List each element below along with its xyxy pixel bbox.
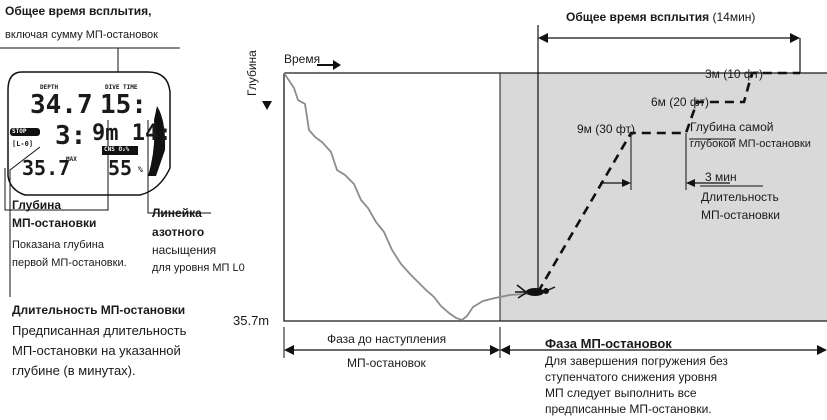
n2-bar-desc: насыщения [152,243,217,257]
stop-depth-desc: Показана глубина [12,239,104,251]
n2-bar-desc-2: для уровня МП L0 [152,262,245,274]
three-min-label: 3 мин [705,170,737,184]
stop-depth-title: Глубина [12,198,62,212]
stop-duration-arrows [600,135,763,190]
max-label: MAX [66,156,77,163]
left-leader-lines [0,47,211,297]
dive-computer-display [7,71,171,196]
stop-time-desc: Предписанная длительность [12,323,187,338]
stop-depth-title-2: МП-остановки [12,216,97,230]
stop-depth-readout: 3: [55,121,87,151]
cns-percent: % [138,165,143,174]
stop-time-title: Длительность МП-остановки [12,303,186,317]
dive-profile-line [283,72,539,322]
n2-bar-title-2: азотного [152,225,205,239]
time-axis-label: Время [284,52,321,66]
stop-time-desc-2: МП-остановки на указанной [12,343,181,358]
total-ascent-label: Общее время всплытия (14мин) [566,11,755,23]
total-ascent-time-title: Общее время всплытия, [5,4,152,18]
stop-duration-label: Длительность [701,190,779,204]
total-ascent-label-bold: Общее время всплытия [566,10,710,24]
deco-phase-desc-2: ступенчатого снижения уровня [545,370,718,384]
deepest-stop-leader [685,133,736,140]
depth-axis-label: Глубина [245,50,259,96]
deco-phase-title: Фаза МП-остановок [545,336,672,351]
max-depth-readout: 35.7 [22,156,71,180]
stop-time-readout: 9m 14: [92,121,172,146]
stop-depth-desc-2: первой МП-остановки. [12,257,127,269]
deco-phase-desc: Для завершения погружения без [545,354,728,368]
depth-label: DEPTH [40,84,59,91]
deco-phase-desc-4: предписанные МП-остановки. [545,402,712,416]
deepest-stop-label-2: глубокой МП-остановки [690,138,811,150]
cns-readout: 55 [108,156,133,180]
dive-time-readout: 15: [100,90,147,120]
depth-readout: 34.7 [30,90,93,120]
total-ascent-value: (14мин) [712,10,756,24]
depth-axis-arrow [262,101,272,110]
total-ascent-time-subtitle: включая сумму МП-остановок [5,29,158,41]
pre-deco-phase-arrow [283,327,500,358]
cns-label: CNS O₂% [104,146,130,153]
stop-9m-label: 9м (30 фт) [577,122,636,136]
stop-duration-label-2: МП-остановки [701,208,780,222]
deepest-stop-label: Глубина самой [690,120,774,134]
pre-deco-phase-label-2: МП-остановок [347,356,426,370]
dive-time-label: DIVE TIME [105,84,138,91]
stop-6m-label: 6м (20 фт) [651,95,710,109]
stop-badge: STOP [12,128,27,135]
ascent-dashed-profile [536,71,800,293]
deco-phase-desc-3: МП следует выполнить все [545,386,697,400]
n2-bar-title: Линейка [152,206,202,220]
deco-phase-arrow [499,327,827,358]
pre-deco-phase-label: Фаза до наступления [327,332,447,346]
deco-phase-zone [500,73,827,321]
l0-badge: [L-0] [12,140,34,148]
stop-3m-label: 3м (10 фт) [705,67,764,81]
chart-frame [283,72,827,322]
stop-time-desc-3: глубине (в минутах). [12,363,136,378]
time-axis-arrow [317,60,341,70]
max-depth-label: 35.7m [233,313,270,328]
total-ascent-arrow [538,33,800,43]
